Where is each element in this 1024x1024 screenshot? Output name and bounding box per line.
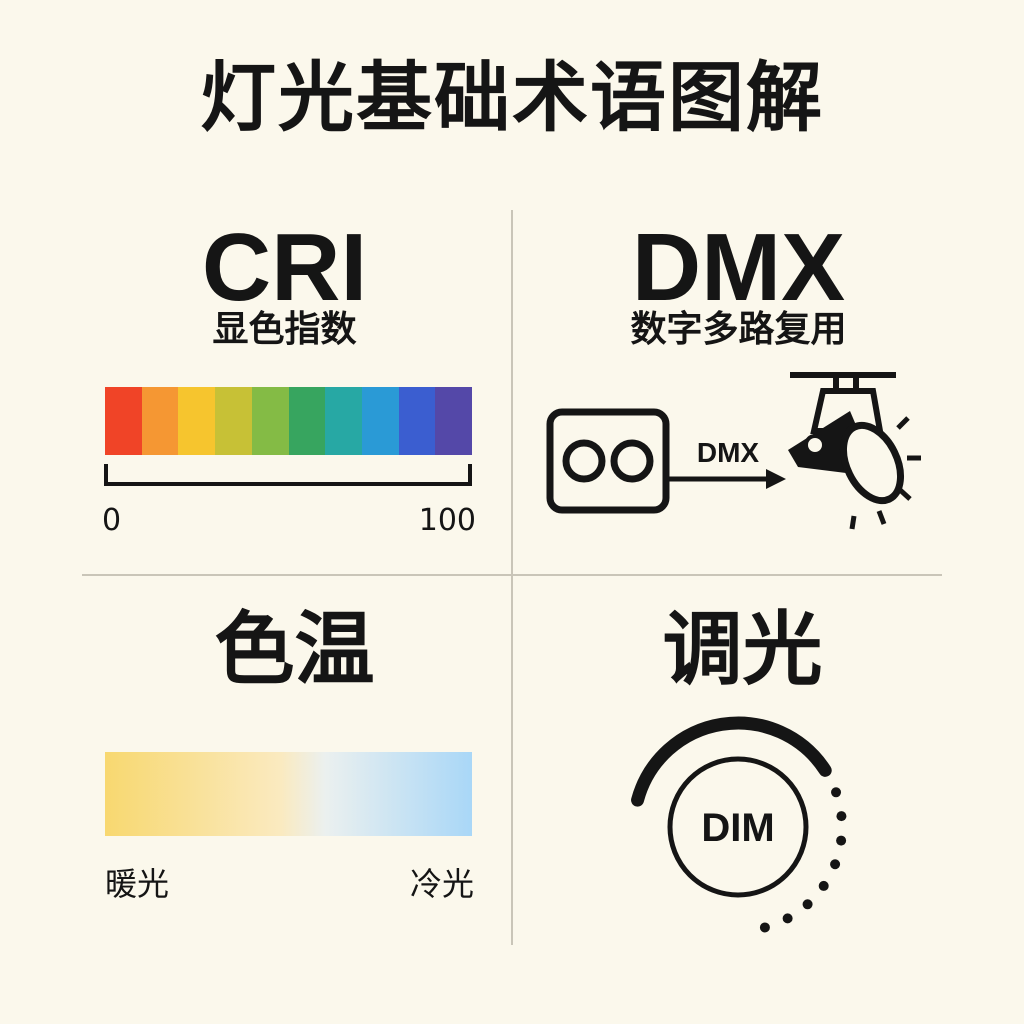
dimmer-dot xyxy=(836,835,847,846)
page-title: 灯光基础术语图解 xyxy=(200,53,824,142)
cri-scale-max: 100 xyxy=(418,503,476,538)
dimmer-knob xyxy=(667,756,809,898)
stage-light-icon xyxy=(788,372,921,530)
cri-term: CRI xyxy=(201,214,368,321)
horizontal-divider xyxy=(82,574,942,576)
dimmer-knob-icon: DIM xyxy=(631,716,847,933)
dmx-subtitle: 数字多路复用 xyxy=(630,309,847,350)
dimming-term: 调光 xyxy=(662,603,823,696)
dimmer-label: DIM xyxy=(701,806,774,850)
color-temp-gradient-bar xyxy=(105,752,472,836)
dimmer-dot xyxy=(831,787,842,798)
spectrum-swatch xyxy=(251,387,289,455)
dimmer-dot xyxy=(818,880,829,891)
spectrum-swatch xyxy=(105,387,142,455)
arrow-right-icon xyxy=(666,469,786,489)
dimmer-dot xyxy=(782,913,793,924)
warm-light-label: 暖光 xyxy=(105,865,170,903)
spectrum-swatch xyxy=(288,387,326,455)
cool-light-label: 冷光 xyxy=(409,865,474,903)
dimmer-dot xyxy=(802,899,813,910)
cri-subtitle: 显色指数 xyxy=(212,309,357,350)
dimmer-dot xyxy=(836,811,847,822)
dimmer-level-ring xyxy=(631,716,847,933)
spectrum-swatch xyxy=(361,387,399,455)
dmx-signal-label: DMX xyxy=(697,437,760,468)
spectrum-swatch xyxy=(141,387,179,455)
cri-scale-ruler xyxy=(104,464,472,486)
dmx-controller-icon xyxy=(546,408,670,514)
spectrum-swatch xyxy=(435,387,473,455)
spectrum-swatch xyxy=(178,387,216,455)
spectrum-swatch xyxy=(398,387,436,455)
spectrum-swatch xyxy=(215,387,252,455)
dimmer-level-arc xyxy=(631,716,832,807)
dimmer-dot xyxy=(759,922,770,933)
vertical-divider xyxy=(511,210,513,945)
cri-spectrum-bar xyxy=(105,387,473,455)
color-temp-term: 色温 xyxy=(214,603,375,696)
dimmer-dot xyxy=(830,859,841,870)
dmx-diagram: DMX xyxy=(546,372,921,530)
dmx-term: DMX xyxy=(631,214,846,321)
cri-scale-min: 0 xyxy=(102,503,122,538)
spectrum-swatch xyxy=(325,387,362,455)
